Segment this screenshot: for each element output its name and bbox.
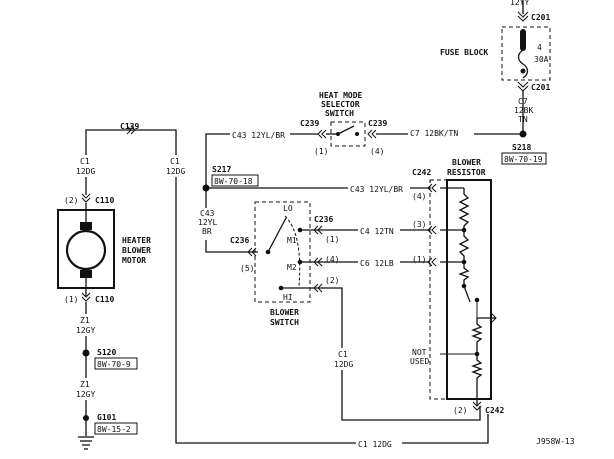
fuse-rating-bottom: 30A <box>534 55 549 64</box>
blower-pos-m1: M1 <box>287 236 297 245</box>
c43-resistor-label: C43 12YL/BR <box>350 185 403 194</box>
motor-pin-bottom: (1) <box>64 295 78 304</box>
blower-resistor-title-2: RESISTOR <box>447 168 486 177</box>
figure-id: J958W-13 <box>536 437 575 446</box>
resistor-coil-2-icon <box>458 230 470 262</box>
blower-resistor: BLOWER RESISTOR C242 (4) (3) (1) NOT USE… <box>410 158 504 415</box>
resistor-pin-1: (1) <box>412 255 426 264</box>
resistor-pin-3: (3) <box>412 220 426 229</box>
fuse-block: 12YY C201 4 30A FUSE BLOCK C201 C7 12BK … <box>440 0 551 165</box>
resistor-coil-3-icon <box>458 262 470 284</box>
c1-left-label-1: C1 <box>80 157 90 166</box>
heat-mode-title-2: SELECTOR <box>321 100 360 109</box>
resistor-coil-1-icon <box>458 188 470 230</box>
blower-resistor-title-1: BLOWER <box>452 158 481 167</box>
s218-ref: 8W-70-19 <box>504 155 543 164</box>
motor-armature-icon <box>65 229 107 271</box>
z1-lower-2: 12GY <box>76 390 95 399</box>
motor-title-1: HEATER <box>122 236 151 245</box>
blower-switch-wiper-icon <box>267 217 287 253</box>
c43-vert-2: 12YL <box>198 218 217 227</box>
blower-switch-outline <box>254 201 311 303</box>
blower-switch-pin-1: (1) <box>325 235 339 244</box>
c7-vert-1: C7 <box>518 97 528 106</box>
heater-blower-motor: (2) C110 HEATER BLOWER MOTOR (1) C110 <box>57 193 151 304</box>
c7-vert-2: 12BK <box>514 106 533 115</box>
c1-switch-wire <box>281 287 481 421</box>
thermal-limiter-icon <box>463 285 471 303</box>
motor-conn-top: C110 <box>95 196 114 205</box>
resistor-bottom-pin: (2) <box>453 406 467 415</box>
blower-switch-conn-left: C236 <box>230 236 249 245</box>
c1-left-label-2: 12DG <box>76 167 95 176</box>
s217-id: S217 <box>212 165 231 174</box>
c1-switch-label-2: 12DG <box>334 360 353 369</box>
z1-upper-2: 12GY <box>76 326 95 335</box>
c7-vert-3: TN <box>518 115 528 124</box>
blower-resistor-body <box>446 179 492 400</box>
s218-id: S218 <box>512 143 531 152</box>
motor-title-2: BLOWER <box>122 246 151 255</box>
heat-mode-title-3: SWITCH <box>325 109 354 118</box>
heat-mode-pin-left: (1) <box>314 147 328 156</box>
g101-id: G101 <box>97 413 116 422</box>
resistor-coil-5-icon <box>471 354 483 392</box>
heat-mode-title-1: HEAT MODE <box>319 91 363 100</box>
c1-mid-label-1: C1 <box>170 157 180 166</box>
blower-pos-m2: M2 <box>287 263 297 272</box>
resistor-bottom-conn: C242 <box>485 406 504 415</box>
fuse-conn-bottom: C201 <box>531 83 550 92</box>
blower-switch-title-1: BLOWER <box>270 308 299 317</box>
c43-top-label: C43 12YL/BR <box>232 131 285 140</box>
heat-mode-contact-icon <box>337 125 355 135</box>
blower-switch-pin-left: (5) <box>240 264 254 273</box>
z1-lower-1: Z1 <box>80 380 90 389</box>
s120-ref: 8W-70-9 <box>97 360 131 369</box>
motor-conn-bottom: C110 <box>95 295 114 304</box>
heat-mode-conn-left: C239 <box>300 119 319 128</box>
c43-vert-1: C43 <box>200 209 215 218</box>
blower-switch-pin-4: (4) <box>325 255 339 264</box>
motor-title-3: MOTOR <box>122 256 146 265</box>
heat-mode-selector-switch: HEAT MODE SELECTOR SWITCH C239 C239 (1) … <box>300 91 387 156</box>
g101-ref: 8W-15-2 <box>97 425 131 434</box>
fuse-rating-top: 4 <box>537 43 542 52</box>
blower-pos-lo: LO <box>283 204 293 213</box>
blower-switch-pin-2: (2) <box>325 276 339 285</box>
ground-symbol-icon <box>78 436 94 450</box>
blower-pos-hi: HI <box>283 293 293 302</box>
c4-label: C4 12TN <box>360 227 394 236</box>
heat-mode-outline <box>330 121 366 147</box>
c1-bottom-wire <box>85 129 489 444</box>
s120-splice-node <box>82 349 90 357</box>
not-used-2: USED <box>410 357 429 366</box>
not-used-1: NOT <box>412 348 427 357</box>
fuse-conn-top: C201 <box>531 13 550 22</box>
s217-ref: 8W-70-18 <box>214 177 253 186</box>
c6-label: C6 12LB <box>360 259 394 268</box>
blower-switch-title-2: SWITCH <box>270 318 299 327</box>
fuse-block-title: FUSE BLOCK <box>440 48 488 57</box>
s120-id: S120 <box>97 348 116 357</box>
fuse-top-wire: 12YY <box>510 0 529 7</box>
motor-pin-top: (2) <box>64 196 78 205</box>
c139-label: C139 <box>120 122 139 131</box>
blower-resistor-conn: C242 <box>412 168 431 177</box>
z1-upper-1: Z1 <box>80 316 90 325</box>
heat-mode-conn-right: C239 <box>368 119 387 128</box>
fuse-block-outline <box>501 26 551 81</box>
c1-mid-label-2: 12DG <box>166 167 185 176</box>
c1-bottom-label: C1 12DG <box>358 440 392 449</box>
resistor-pin-4: (4) <box>412 192 426 201</box>
c7-horizontal-label: C7 12BK/TN <box>410 129 458 138</box>
blower-switch: C236 (5) LO M1 M2 HI C236 (1) (4) (2) BL… <box>230 201 339 327</box>
resistor-coil-4-icon <box>471 318 483 354</box>
heat-mode-pin-right: (4) <box>370 147 384 156</box>
blower-switch-conn-right: C236 <box>314 215 333 224</box>
c1-switch-label-1: C1 <box>338 350 348 359</box>
c43-vert-3: BR <box>202 227 212 236</box>
